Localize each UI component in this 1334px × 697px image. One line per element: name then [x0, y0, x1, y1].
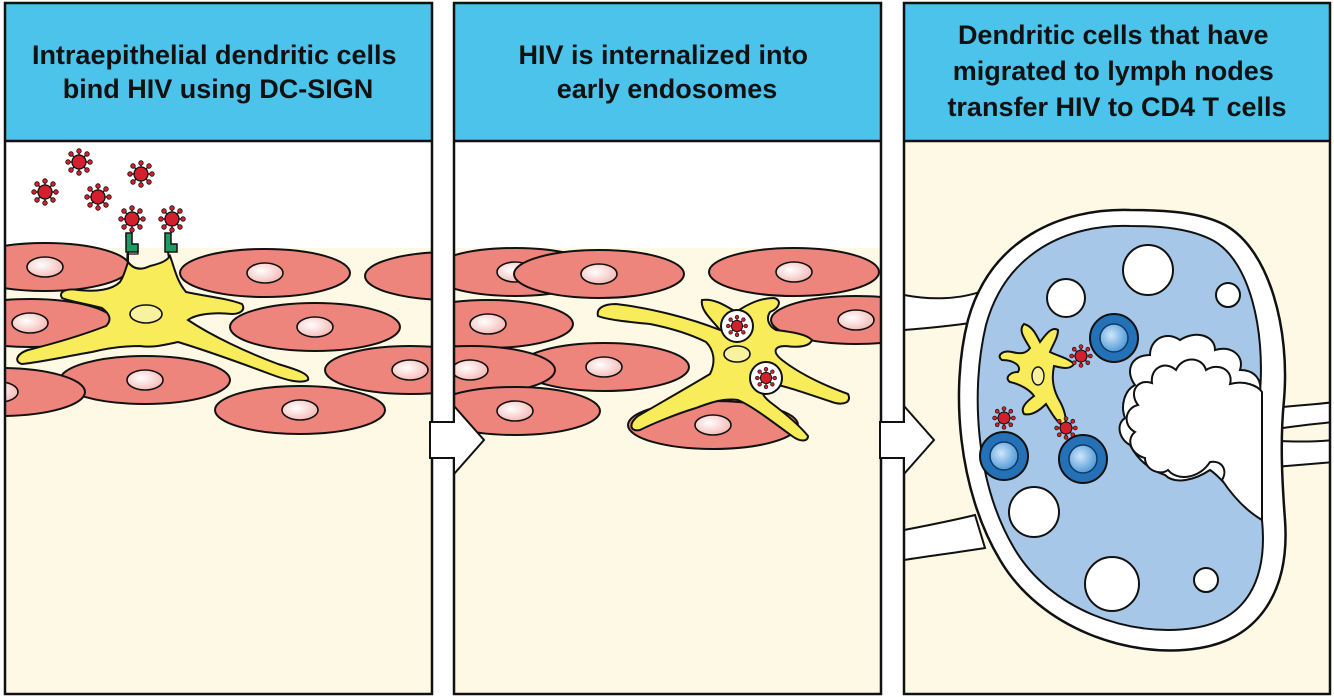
follicle — [1215, 282, 1241, 308]
panel-3-border — [902, 1, 1332, 696]
virus-icon — [1069, 344, 1093, 368]
follicle — [1193, 567, 1219, 593]
virus-icon — [725, 314, 749, 338]
dendritic-cell-nucleus — [723, 345, 751, 363]
panel-1-lumen — [5, 141, 432, 248]
epithelial-cell — [179, 248, 351, 298]
dendritic-cell-nucleus — [129, 304, 163, 324]
epithelial-cell — [229, 302, 401, 352]
virus-icon — [84, 183, 112, 211]
virus-icon — [118, 205, 146, 233]
endosome-icon — [720, 309, 754, 343]
virus-icon — [65, 148, 93, 176]
panel-3-title-line-2: migrated to lymph nodes — [953, 56, 1274, 86]
panel-2-border — [452, 1, 883, 696]
epithelial-cell — [708, 247, 880, 297]
virus-icon — [754, 366, 778, 390]
panel-2-title: HIV is internalized into early endosomes — [518, 40, 815, 104]
panel-1-header — [5, 3, 432, 141]
endosome-icon — [749, 361, 783, 395]
dendritic-cell — [16, 253, 310, 383]
cd4-t-cell — [1058, 434, 1108, 484]
panel-2-lumen — [454, 141, 881, 248]
panel-1-title-line-1: Intraepithelial dendritic cells — [32, 40, 397, 70]
panel-1-title: Intraepithelial dendritic cells bind HIV… — [32, 40, 404, 104]
dendritic-cell-nucleus — [1031, 366, 1045, 386]
follicle — [1008, 486, 1060, 538]
cd4-t-cell — [979, 431, 1029, 481]
panel-2-title-line-1: HIV is internalized into — [518, 40, 808, 70]
follicle — [1122, 244, 1174, 296]
lymph-node-medulla — [1125, 358, 1264, 522]
virus-icon — [31, 178, 59, 206]
arrow-right-icon — [879, 403, 936, 477]
afferent-lymphatic-vessel — [904, 513, 987, 562]
dc-sign-receptor-icon — [164, 232, 178, 259]
panel-3: Dendritic cells that have migrated to ly… — [902, 1, 1332, 696]
panel-2-header — [454, 3, 881, 141]
panel-2-title-line-2: early endosomes — [557, 74, 778, 104]
virus-icon — [127, 160, 155, 188]
epithelial-cell — [214, 385, 386, 435]
virus-icon — [158, 205, 186, 233]
epithelial-cell — [513, 249, 685, 299]
dendritic-cell — [596, 296, 850, 442]
virus-icon — [1054, 416, 1078, 440]
epithelial-cell — [59, 355, 231, 405]
panel-3-header — [904, 3, 1330, 141]
follicle — [1046, 278, 1086, 318]
cd4-t-cell — [1089, 313, 1139, 363]
virus-icon — [992, 406, 1016, 430]
panel-2: HIV is internalized into early endosomes — [452, 1, 883, 696]
panel-1: Intraepithelial dendritic cells bind HIV… — [3, 1, 434, 696]
dc-sign-receptor-icon — [125, 232, 139, 262]
panel-3-title-line-3: transfer HIV to CD4 T cells — [947, 92, 1286, 122]
panel-3-title: Dendritic cells that have migrated to ly… — [947, 20, 1286, 122]
arrow-right-icon — [429, 403, 486, 477]
panel-1-title-line-2: bind HIV using DC-SIGN — [63, 74, 374, 104]
follicle — [1084, 556, 1140, 612]
panel-3-title-line-1: Dendritic cells that have — [958, 20, 1269, 50]
panel-1-border — [3, 1, 434, 696]
